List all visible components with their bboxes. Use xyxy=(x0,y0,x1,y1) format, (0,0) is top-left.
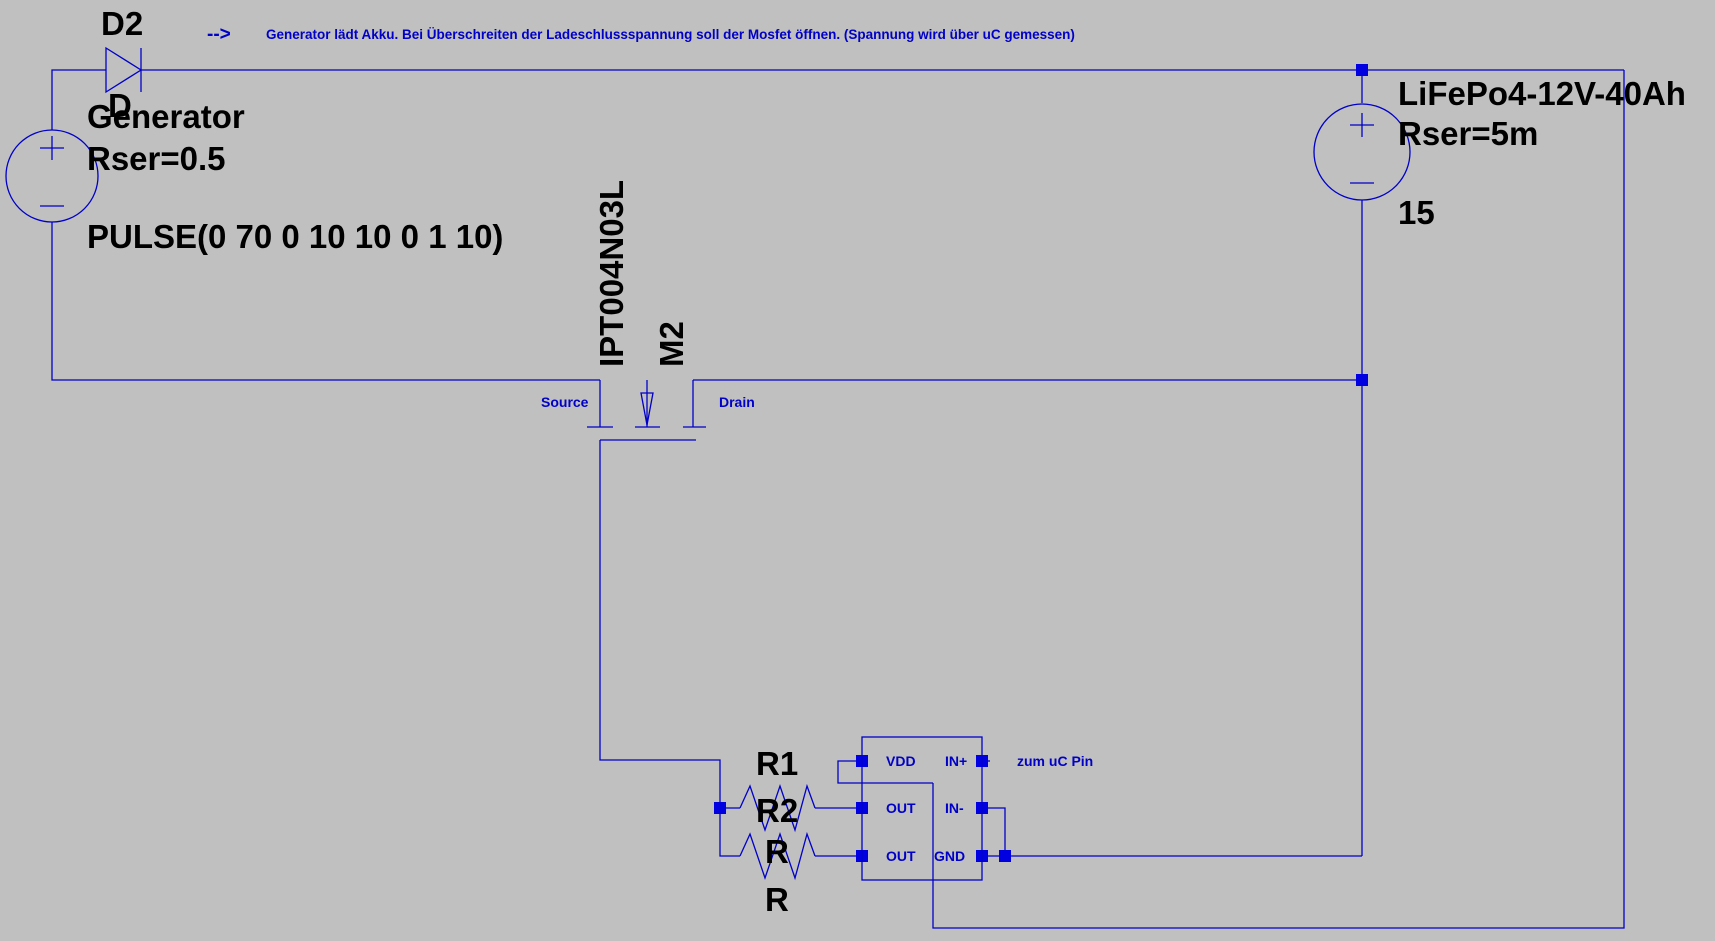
generator-name: Generator xyxy=(87,98,245,135)
resistor-r1-zigzag xyxy=(739,783,816,833)
mosfet-name: M2 xyxy=(653,321,690,367)
mosfet-arrow xyxy=(640,392,654,426)
diode-value: D xyxy=(108,87,132,124)
ic-pin-inminus: IN- xyxy=(945,800,964,816)
wire-vdd-jumper xyxy=(837,760,933,784)
ic-body xyxy=(861,736,983,881)
wire-right-loop xyxy=(932,70,1625,929)
battery-rser: Rser=5m xyxy=(1398,115,1538,152)
ic-pin-gnd: GND xyxy=(934,848,965,864)
battery-value: 15 xyxy=(1398,194,1435,231)
wire-gate xyxy=(599,440,721,808)
junction-top-right xyxy=(1356,64,1368,76)
resistor-r1-symbol[interactable] xyxy=(739,783,816,833)
ic-net-label: zum uC Pin xyxy=(1017,753,1093,769)
wire-gen-to-source xyxy=(51,222,600,381)
note-arrow: --> xyxy=(207,24,231,45)
mosfet-source-label: Source xyxy=(541,394,589,410)
resistor-r2-name: R2 xyxy=(756,792,798,829)
wire-top-left xyxy=(51,69,106,130)
diode-triangle xyxy=(105,46,143,94)
wires xyxy=(51,69,1625,929)
wire-res-left xyxy=(719,808,740,857)
junctions xyxy=(714,64,1368,862)
junction-gnd xyxy=(999,850,1011,862)
resistor-r2-symbol[interactable] xyxy=(739,831,816,881)
mosfet-symbol[interactable] xyxy=(587,380,706,441)
ic-pin-inplus: IN+ xyxy=(945,753,967,769)
ic-symbol[interactable] xyxy=(861,736,983,881)
junction-resistors xyxy=(714,802,726,814)
diode-symbol[interactable] xyxy=(105,46,143,94)
battery-name: LiFePo4-12V-40Ah xyxy=(1398,75,1686,112)
battery-symbol[interactable] xyxy=(1313,103,1411,201)
ic-pin-vdd: VDD xyxy=(886,753,916,769)
ic-pin-out-1: OUT xyxy=(886,800,916,816)
generator-waveform: PULSE(0 70 0 10 10 0 1 10) xyxy=(87,218,503,255)
diode-name: D2 xyxy=(101,5,143,42)
junction-battery xyxy=(1356,374,1368,386)
resistor-r1-value: R xyxy=(765,833,789,870)
mosfet-model: IPT004N03L xyxy=(593,180,630,367)
wire-inminus-gnd xyxy=(982,807,1006,856)
generator-symbol[interactable] xyxy=(5,129,99,223)
generator-rser: Rser=0.5 xyxy=(87,140,226,177)
ic-pin-out-2: OUT xyxy=(886,848,916,864)
resistor-r2-zigzag xyxy=(739,831,816,881)
mosfet-drain-label: Drain xyxy=(719,394,755,410)
resistor-r1-name: R1 xyxy=(756,745,798,782)
note-text: Generator lädt Akku. Bei Überschreiten d… xyxy=(266,27,1075,42)
battery-circle xyxy=(1313,103,1411,201)
resistor-r2-value: R xyxy=(765,881,789,918)
generator-circle xyxy=(5,129,99,223)
